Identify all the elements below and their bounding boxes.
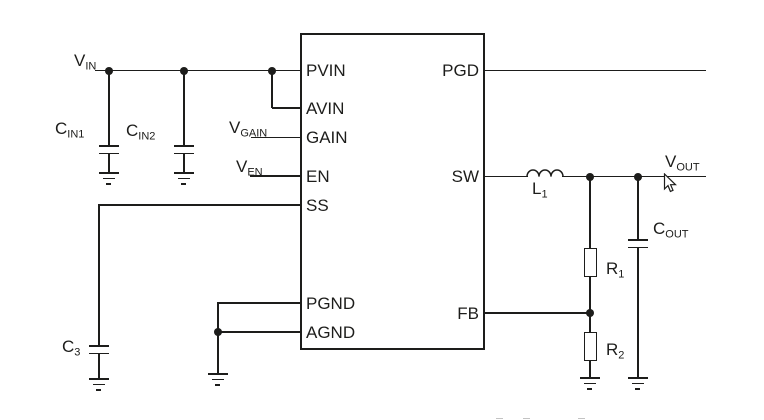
cropped-text-remnant bbox=[523, 417, 530, 420]
wire-cout-to-ground bbox=[637, 248, 639, 378]
wire-cin2-bottom bbox=[183, 154, 185, 173]
label-c3: C3 bbox=[62, 337, 81, 359]
ic-pin-label-pgd: PGD bbox=[442, 61, 479, 80]
wire-r1-to-r2 bbox=[589, 277, 591, 332]
cropped-text-remnant bbox=[578, 417, 585, 420]
label-vin: VIN bbox=[74, 51, 97, 73]
wire-en bbox=[250, 175, 301, 177]
ic-pin-label-pgnd: PGND bbox=[306, 293, 356, 313]
wire-vout-to-cout bbox=[637, 176, 639, 239]
label-cin2: CIN2 bbox=[126, 121, 156, 143]
wire-ss bbox=[99, 204, 301, 206]
cropped-text-remnant bbox=[496, 417, 503, 420]
resistor-r2-symbol bbox=[583, 332, 597, 361]
ground-symbol bbox=[207, 373, 228, 387]
ic-pin-label-fb: FB bbox=[457, 303, 479, 323]
wire-avin-branch-v bbox=[271, 70, 273, 108]
wire-agnd-to-ground bbox=[217, 331, 219, 374]
wire-cin1-top bbox=[108, 70, 110, 145]
label-vout: VOUT bbox=[665, 152, 700, 174]
ic-pin-label-ss: SS bbox=[306, 195, 329, 215]
wire-vin-rail bbox=[95, 69, 301, 72]
ic-pin-label-agnd: AGND bbox=[306, 322, 356, 342]
wire-agnd bbox=[218, 331, 301, 333]
ground-symbol bbox=[173, 172, 194, 186]
ground-symbol bbox=[627, 377, 648, 391]
label-vgain: VGAIN bbox=[229, 118, 268, 140]
wire-avin-branch-h bbox=[272, 107, 301, 109]
wire-pgd bbox=[484, 69, 706, 72]
ground-symbol bbox=[98, 172, 119, 186]
wire-cin1-bottom bbox=[108, 154, 110, 173]
wire-c3-bottom bbox=[98, 354, 100, 379]
wire-fb bbox=[484, 312, 591, 314]
junction-dot bbox=[213, 328, 222, 336]
label-r2: R2 bbox=[606, 340, 625, 362]
ic-pin-label-avin: AVIN bbox=[306, 98, 345, 118]
junction-dot bbox=[104, 66, 113, 75]
wire-pgnd-down bbox=[217, 302, 219, 332]
ic-body bbox=[300, 33, 485, 350]
wire-gain bbox=[251, 136, 301, 139]
wire-cin2-top bbox=[183, 70, 185, 145]
ic-pin-label-en: EN bbox=[306, 166, 330, 186]
ic-pin-label-gain: GAIN bbox=[306, 128, 348, 147]
mouse-cursor-icon bbox=[663, 173, 677, 193]
wire-r2-to-ground bbox=[589, 360, 591, 378]
label-cin1: CIN1 bbox=[55, 119, 85, 141]
label-ven: VEN bbox=[236, 157, 263, 179]
ground-symbol bbox=[88, 378, 109, 392]
wire-sw-to-inductor bbox=[484, 175, 528, 178]
ground-symbol bbox=[579, 377, 600, 391]
junction-dot bbox=[633, 172, 642, 181]
resistor-r1-symbol bbox=[583, 248, 597, 277]
junction-dot bbox=[585, 308, 594, 317]
junction-dot bbox=[179, 66, 188, 75]
junction-dot bbox=[585, 172, 594, 181]
label-r1: R1 bbox=[606, 259, 625, 281]
wire-vout-to-r1 bbox=[589, 176, 591, 248]
label-cout: COUT bbox=[653, 219, 689, 241]
wire-ss-to-c3 bbox=[98, 204, 100, 345]
ic-pin-label-sw: SW bbox=[451, 167, 479, 186]
wire-pgnd bbox=[218, 302, 301, 304]
ic-pin-label-pvin: PVIN bbox=[306, 61, 346, 80]
label-l1: L1 bbox=[532, 179, 548, 201]
junction-dot bbox=[267, 66, 276, 75]
inductor-coil-symbol bbox=[526, 169, 564, 177]
